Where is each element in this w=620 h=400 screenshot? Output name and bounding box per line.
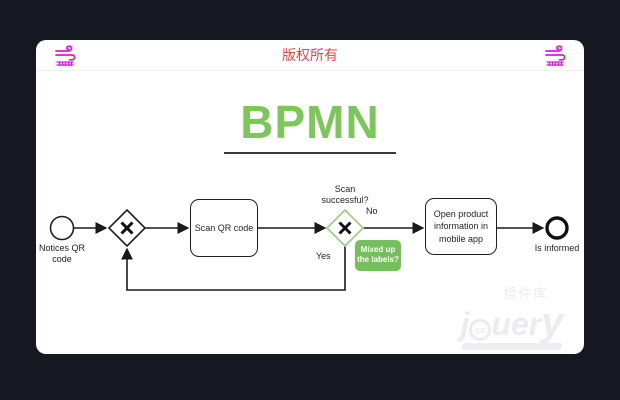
task-open-product-info: Open product information in mobile app	[425, 198, 497, 255]
end-event-label: Is informed	[534, 243, 580, 253]
wind-icon	[52, 44, 78, 66]
end-event	[545, 216, 569, 240]
bpmn-diagram-canvas	[49, 208, 569, 291]
task-scan-qr-code: Scan QR code	[190, 199, 258, 257]
logo-tail: y	[541, 300, 564, 344]
branch-yes-label: Yes	[316, 251, 331, 261]
question-tooltip[interactable]: Mixed up the labels?	[355, 240, 401, 271]
copyright-text: 版权所有	[282, 47, 338, 63]
card-header: 版权所有	[36, 40, 584, 71]
start-event	[49, 215, 75, 241]
gateway-question-label: Scan successful?	[321, 184, 369, 206]
start-event-label: Notices QR code	[38, 243, 85, 265]
exclusive-gateway-1	[107, 208, 147, 248]
branch-no-label: No	[366, 206, 378, 216]
page-title: BPMN	[224, 99, 396, 154]
logo-mid: uer	[491, 306, 542, 342]
xor-marker-2	[338, 221, 352, 235]
cc-circle-icon: co	[469, 319, 492, 341]
wind-icon	[542, 44, 568, 66]
content-card: 版权所有 BPMN	[36, 40, 584, 354]
flow-yes-loopback	[121, 246, 346, 291]
watermark-badge: 插件库	[503, 286, 549, 301]
xor-marker-1	[120, 221, 134, 235]
bpmn-diagram: Scan QR code Open product information in…	[36, 40, 584, 354]
watermark-banner	[461, 343, 563, 350]
logo-prefix: j	[460, 306, 470, 342]
